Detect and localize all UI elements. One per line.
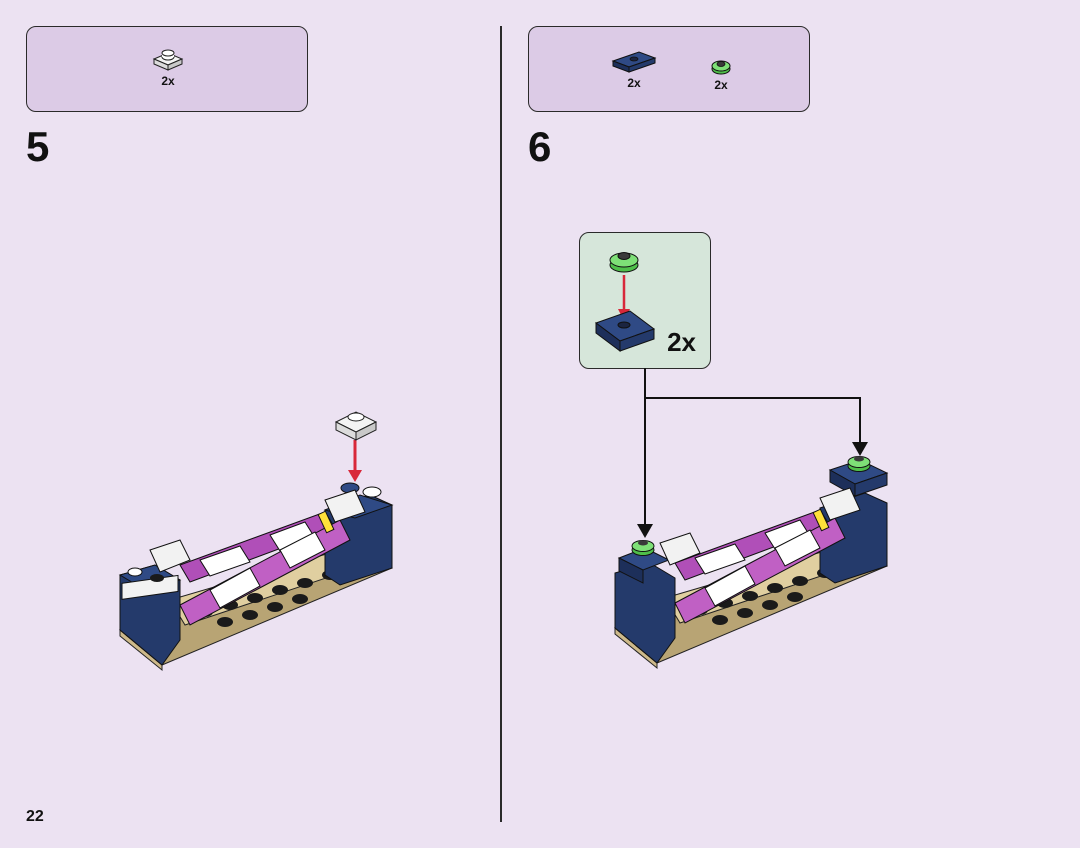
part-quantity: 2x	[161, 74, 175, 88]
green-flower-stud-icon	[609, 252, 639, 273]
green-flower-stud-icon	[711, 60, 731, 75]
page-number: 22	[26, 808, 44, 825]
page-divider	[500, 26, 502, 822]
pink-arm-upper	[179, 511, 336, 583]
parts-list-step-5: 2x	[26, 26, 308, 112]
step-number: 6	[528, 123, 552, 170]
part-quantity: 2x	[714, 78, 728, 92]
white-plate-1x1-icon	[334, 411, 378, 441]
sub-assembly-callout: 2x	[579, 232, 711, 369]
pink-arm-lower	[179, 510, 351, 626]
parts-list-item: 2x	[151, 47, 185, 88]
parts-list-step-6: 2x 2x	[528, 26, 810, 112]
dark-blue-plate-1x2-icon	[611, 51, 657, 73]
white-plate-1x1-icon	[152, 49, 184, 71]
parts-list-item: 2x	[709, 57, 733, 92]
callout-quantity: 2x	[667, 327, 696, 357]
parts-list-item: 2x	[609, 47, 659, 90]
part-quantity: 2x	[627, 76, 641, 90]
dark-blue-plate-1x2-icon	[594, 310, 656, 352]
step-5-model-illustration	[118, 411, 394, 672]
step-number: 5	[26, 123, 50, 170]
callout-illustration	[594, 252, 656, 352]
step-6-model-illustration	[613, 368, 889, 670]
